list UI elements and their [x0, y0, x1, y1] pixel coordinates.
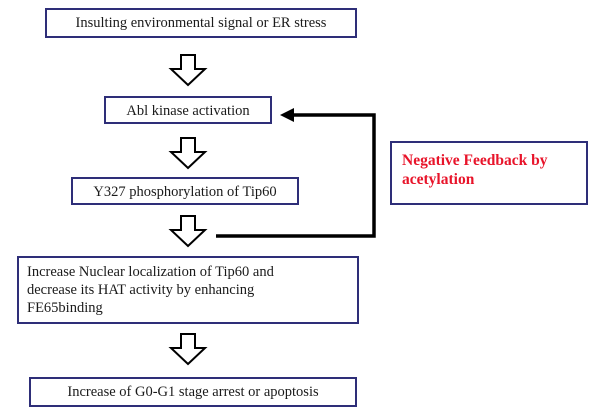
- step-text-line-2: decrease its HAT activity by enhancing: [27, 282, 255, 298]
- down-arrow-3: [168, 215, 208, 248]
- feedback-arrowhead: [280, 108, 294, 122]
- step-box-abl-kinase: Abl kinase activation: [104, 96, 272, 124]
- step-box-g0-g1-arrest: Increase of G0-G1 stage arrest or apopto…: [29, 377, 357, 407]
- feedback-loop-line: [216, 113, 376, 238]
- down-arrow-4: [168, 333, 208, 366]
- down-arrow-2: [168, 137, 208, 170]
- feedback-text-line-2: acetylation: [402, 171, 475, 188]
- step-text: Insulting environmental signal or ER str…: [75, 15, 327, 31]
- step-text: Increase of G0-G1 stage arrest or apopto…: [67, 384, 319, 400]
- negative-feedback-label-box: Negative Feedback by acetylation: [390, 141, 588, 205]
- step-text: Abl kinase activation: [126, 103, 250, 119]
- step-box-nuclear-localization: Increase Nuclear localization of Tip60 a…: [17, 256, 359, 324]
- step-box-environmental-signal: Insulting environmental signal or ER str…: [45, 8, 357, 38]
- step-text-line-3: FE65binding: [27, 300, 103, 316]
- step-text-line-1: Increase Nuclear localization of Tip60 a…: [27, 264, 274, 280]
- down-arrow-1: [168, 54, 208, 87]
- step-text: Y327 phosphorylation of Tip60: [93, 184, 277, 200]
- feedback-text-line-1: Negative Feedback by: [402, 152, 548, 169]
- step-box-y327-phosphorylation: Y327 phosphorylation of Tip60: [71, 177, 299, 205]
